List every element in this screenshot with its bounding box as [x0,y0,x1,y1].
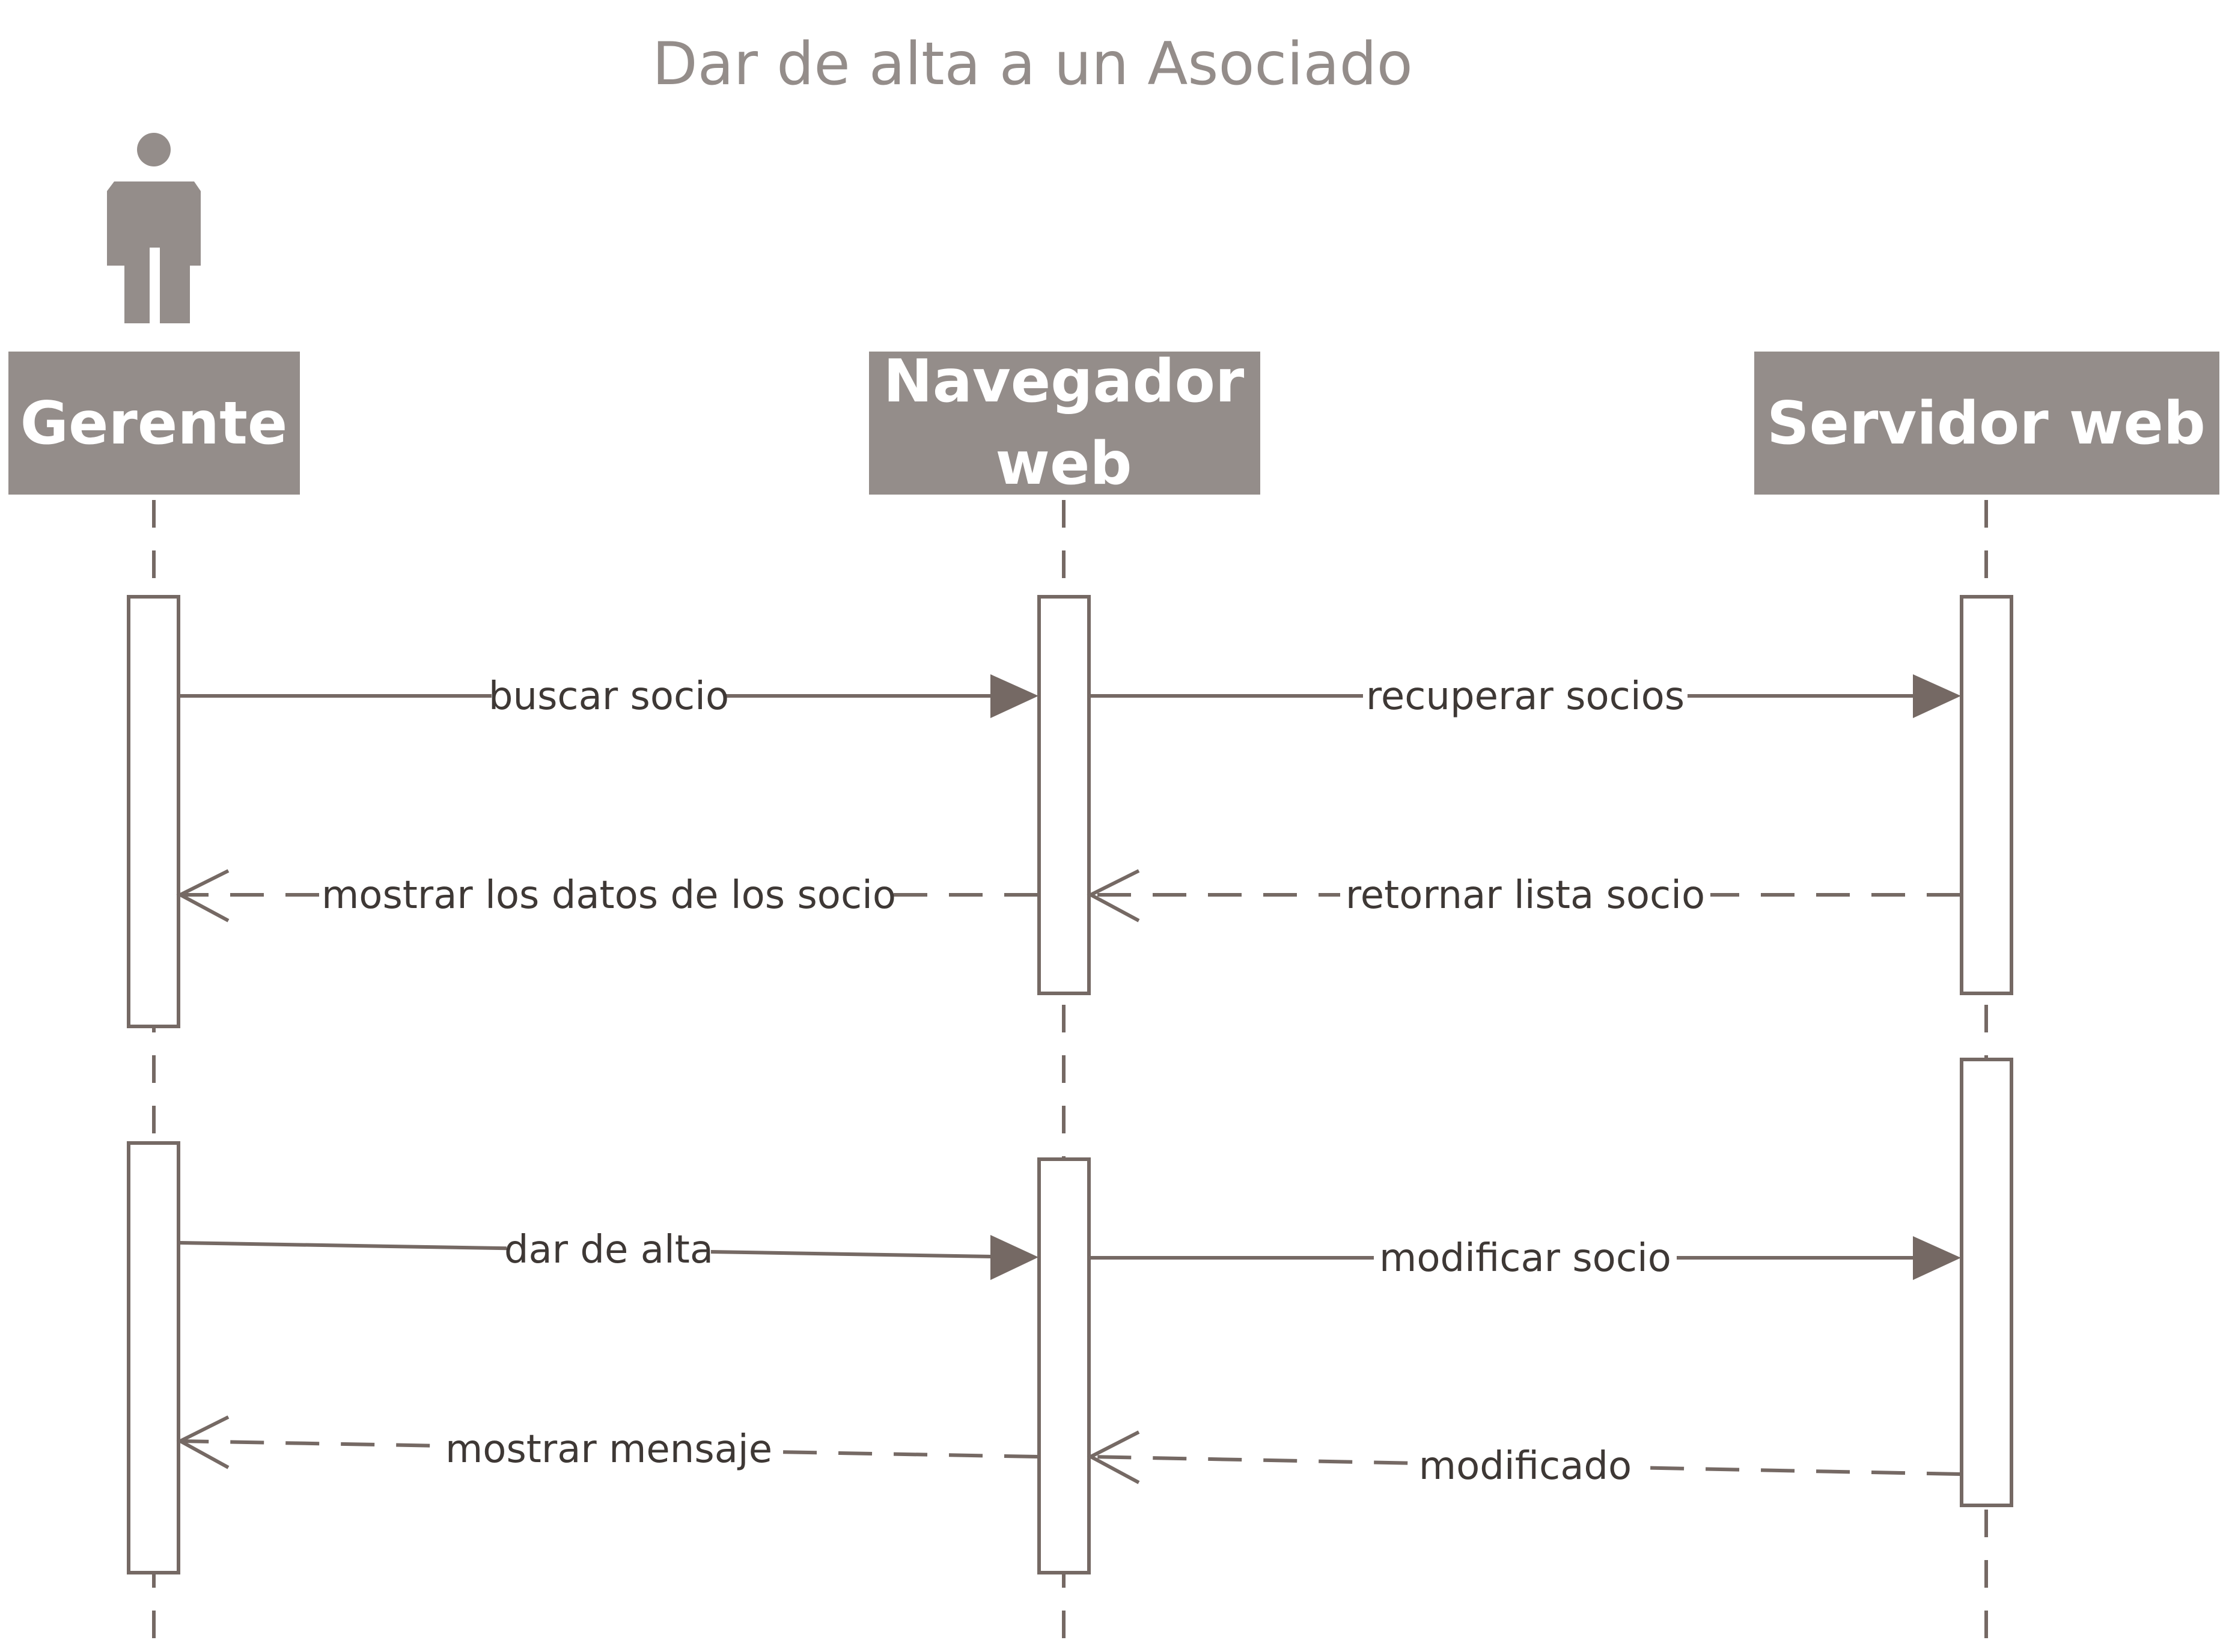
participant-servidor: Servidor web [1754,352,2219,495]
diagram-title: Dar de alta a un Asociado [652,30,1412,99]
activation-servidor-2 [1960,1058,2013,1507]
message-label-buscar-socio: buscar socio [489,674,729,719]
activation-navegador-1 [1037,595,1091,995]
participant-servidor-label: Servidor web [1767,389,2206,458]
message-modificar-socio: modificar socio [1090,1234,1961,1282]
message-recuperar-socios: recuperar socios [1090,672,1961,720]
message-modificado: modificado [1087,1430,1961,1490]
message-label-modificar-socio: modificar socio [1379,1236,1671,1281]
message-label-dar-de-alta: dar de alta [504,1228,713,1272]
message-dar-de-alta: dar de alta [179,1225,1038,1280]
activation-gerente-2 [127,1141,180,1574]
participant-navegador: Navegador web [869,347,1260,498]
message-label-recuperar-socios: recuperar socios [1366,674,1685,719]
arrowhead-open [1087,869,1140,922]
arrowhead-solid [990,1235,1038,1280]
message-mostrar-mensaje: mostrar mensaje [176,1415,1038,1473]
message-retornar-lista-socio: retornar lista socio [1087,869,1960,922]
message-label-modificado: modificado [1419,1444,1632,1489]
participant-navegador-label-line2: web [995,430,1132,498]
participant-navegador-label-line1: Navegador [883,347,1245,416]
participant-gerente: Gerente [8,352,300,495]
arrowhead-solid [1913,1236,1961,1280]
activation-gerente-1 [127,595,180,1028]
message-label-mostrar-datos: mostrar los datos de los socio [322,873,896,918]
message-label-retornar-lista-socio: retornar lista socio [1346,873,1705,918]
message-label-mostrar-mensaje: mostrar mensaje [445,1427,772,1472]
message-buscar-socio: buscar socio [180,672,1038,720]
arrowhead-open [176,1415,230,1469]
activation-servidor-1 [1960,595,2013,995]
person-icon [107,133,201,323]
message-mostrar-datos: mostrar los datos de los socio [176,869,1038,922]
participant-gerente-label: Gerente [20,389,288,458]
arrowhead-solid [990,674,1038,718]
arrowhead-open [176,869,230,922]
arrowhead-open [1087,1430,1140,1484]
activation-navegador-2 [1037,1157,1091,1574]
arrowhead-solid [1913,674,1961,718]
